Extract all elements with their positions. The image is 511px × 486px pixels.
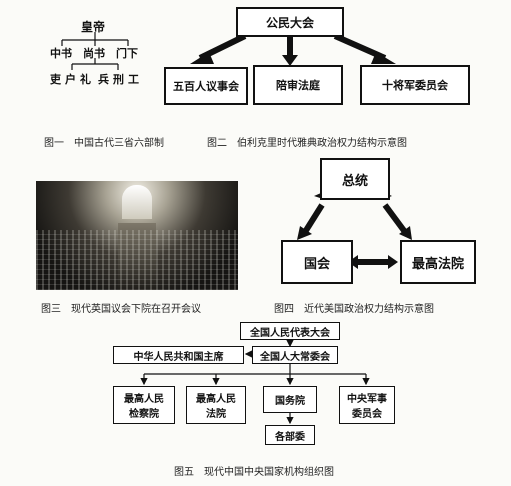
fig5-caption: 图五 现代中国中央国家机构组织图 bbox=[174, 467, 334, 478]
fig2-jury-court: 陪审法庭 bbox=[253, 65, 343, 105]
fig5-military-commission: 中央军事委员会 bbox=[339, 386, 395, 424]
fig5-npc: 全国人民代表大会 bbox=[240, 322, 340, 340]
fig5-president: 中华人民共和国主席 bbox=[113, 346, 244, 364]
fig2-ten-generals: 十将军委员会 bbox=[360, 65, 470, 105]
fig1-bu-right: 兵刑工 bbox=[98, 73, 143, 86]
fig5-standing-committee: 全国人大常委会 bbox=[252, 346, 338, 364]
house-of-commons-photo bbox=[36, 181, 238, 290]
fig2-caption: 图二 伯利克里时代雅典政治权力结构示意图 bbox=[207, 138, 407, 149]
photo-window bbox=[122, 185, 152, 219]
fig1-bu-left: 吏户礼 bbox=[50, 73, 95, 86]
fig5-procuratorate: 最高人民检察院 bbox=[113, 386, 175, 424]
fig4-congress: 国会 bbox=[281, 240, 353, 284]
photo-aisle bbox=[118, 223, 156, 290]
fig3-caption: 图三 现代英国议会下院在召开会议 bbox=[41, 304, 201, 315]
fig1-caption: 图一 中国古代三省六部制 bbox=[44, 138, 164, 149]
fig2-council-500: 五百人议事会 bbox=[164, 67, 248, 105]
photo-benches bbox=[36, 230, 238, 290]
fig1-zhongshu: 中书 bbox=[50, 47, 72, 60]
fig2-arrows bbox=[198, 33, 387, 61]
fig1-menxia: 门下 bbox=[116, 47, 138, 60]
fig4-arrows bbox=[302, 203, 408, 265]
fig1-tree-lines bbox=[61, 32, 129, 70]
fig5-supreme-court: 最高人民法院 bbox=[186, 386, 246, 424]
fig4-caption: 图四 近代美国政治权力结构示意图 bbox=[274, 304, 434, 315]
fig5-lines bbox=[140, 340, 370, 425]
fig2-citizens-assembly: 公民大会 bbox=[236, 7, 344, 37]
fig4-supreme-court: 最高法院 bbox=[400, 240, 476, 284]
fig4-president: 总统 bbox=[320, 158, 390, 200]
fig5-state-council: 国务院 bbox=[263, 386, 317, 413]
fig5-ministries: 各部委 bbox=[265, 425, 315, 445]
fig1-emperor: 皇帝 bbox=[81, 20, 106, 34]
fig2-arrowheads bbox=[190, 52, 396, 66]
fig1-shangshu: 尚书 bbox=[83, 47, 105, 60]
